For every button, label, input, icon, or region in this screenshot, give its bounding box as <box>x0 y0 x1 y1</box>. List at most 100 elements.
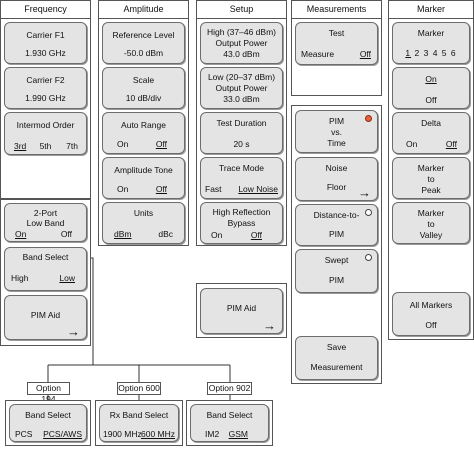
swept-pim-button[interactable]: Swept PIM <box>295 249 378 293</box>
option-902-label: Band Select <box>206 410 253 420</box>
frequency-menu: Frequency Carrier F1 1.930 GHz Carrier F… <box>0 0 91 199</box>
arrow-right-icon: → <box>67 324 80 339</box>
band-select-low: Low <box>59 273 75 283</box>
auto-range-button[interactable]: Auto Range On Off <box>102 112 185 154</box>
high-output-power-button[interactable]: High (37–46 dBm) Output Power 43.0 dBm <box>200 22 283 64</box>
measurements-menu: Measurements Test Measure Off <box>291 0 382 96</box>
amplitude-menu: Amplitude Reference Level -50.0 dBm Scal… <box>98 0 189 246</box>
frequency-menu-lower: 2-Port Low Band On Off Band Select High … <box>0 199 91 346</box>
marker-to-peak-line2: to <box>427 174 435 184</box>
pim-vs-time-line3: Time <box>327 138 346 148</box>
distance-to-pim-button[interactable]: Distance-to- PIM <box>295 204 378 246</box>
pim-vs-time-button[interactable]: PIM vs. Time <box>295 110 378 153</box>
noise-floor-line1: Noise <box>325 163 348 173</box>
pim-aid-button[interactable]: PIM Aid → <box>4 295 87 340</box>
amplitude-tone-button[interactable]: Amplitude Tone On Off <box>102 157 185 199</box>
save-measurement-line1: Save <box>326 342 347 352</box>
option-194-label: Band Select <box>25 410 71 420</box>
units-dbc: dBc <box>158 229 173 239</box>
marker-to-peak-button[interactable]: Marker to Peak <box>392 157 470 199</box>
option-902-tag: Option 902 <box>207 382 252 395</box>
trace-mode-low-noise: Low Noise <box>238 184 278 194</box>
all-markers-line2: Off <box>425 320 437 330</box>
carrier-f1-button[interactable]: Carrier F1 1.930 GHz <box>4 22 87 64</box>
option-902-band-select-button[interactable]: Band Select IM2 GSM <box>190 404 269 442</box>
marker-select-button[interactable]: Marker 1 2 3 4 5 6 <box>392 22 470 64</box>
trace-mode-button[interactable]: Trace Mode Fast Low Noise <box>200 157 283 199</box>
high-power-value: 43.0 dBm <box>223 49 260 59</box>
option-902-gsm: GSM <box>228 429 248 439</box>
intermod-option-7th: 7th <box>66 141 78 151</box>
carrier-f1-label: Carrier F1 <box>26 30 65 40</box>
option-194-pcs: PCS <box>15 429 33 439</box>
option-600-label: Rx Band Select <box>109 410 169 420</box>
option-194-menu: Band Select PCS PCS/AWS <box>5 400 91 446</box>
option-600-1900mhz: 1900 MHz <box>103 429 142 439</box>
swept-pim-line2: PIM <box>328 275 345 285</box>
setup-pim-aid-button[interactable]: PIM Aid → <box>200 288 283 334</box>
marker-to-valley-button[interactable]: Marker to Valley <box>392 202 470 244</box>
option-194-band-select-button[interactable]: Band Select PCS PCS/AWS <box>9 404 87 442</box>
marker-select-label: Marker <box>417 28 445 38</box>
reference-level-value: -50.0 dBm <box>123 48 164 58</box>
test-duration-label: Test Duration <box>216 118 267 128</box>
low-power-value: 33.0 dBm <box>223 94 260 104</box>
intermod-option-5th: 5th <box>39 141 52 151</box>
marker-number-6: 6 <box>450 48 457 58</box>
scale-button[interactable]: Scale 10 dB/div <box>102 67 185 109</box>
frequency-menu-title: Frequency <box>1 1 90 19</box>
marker-menu: Marker Marker 1 2 3 4 5 6 On Off Delta O… <box>388 0 474 340</box>
option-600-rx-band-select-button[interactable]: Rx Band Select 1900 MHz 600 MHz <box>99 404 179 442</box>
marker-off: Off <box>425 95 437 105</box>
amplitude-tone-on: On <box>117 184 129 194</box>
pim-vs-time-line2: vs. <box>331 127 342 137</box>
test-measure-button[interactable]: Test Measure Off <box>295 22 378 65</box>
inactive-indicator-icon <box>365 254 372 261</box>
carrier-f2-label: Carrier F2 <box>26 75 65 85</box>
delta-button[interactable]: Delta On Off <box>392 112 470 154</box>
test-duration-value: 20 s <box>233 139 250 149</box>
setup-menu-title: Setup <box>197 1 286 19</box>
marker-on-off-button[interactable]: On Off <box>392 67 470 109</box>
delta-off: Off <box>445 139 457 149</box>
all-markers-line1: All Markers <box>409 300 453 310</box>
marker-number-5: 5 <box>441 48 448 58</box>
noise-floor-button[interactable]: Noise Floor → <box>295 157 378 201</box>
test-label: Test <box>328 28 345 38</box>
all-markers-off-button[interactable]: All Markers Off <box>392 292 470 336</box>
marker-number-1: 1 <box>405 48 412 58</box>
marker-menu-title: Marker <box>389 1 473 19</box>
delta-on: On <box>406 139 418 149</box>
band-select-label: Band Select <box>22 252 69 262</box>
pim-aid-label: PIM Aid <box>30 310 61 320</box>
low-output-power-button[interactable]: Low (20–37 dBm) Output Power 33.0 dBm <box>200 67 283 109</box>
amplitude-tone-off: Off <box>155 184 167 194</box>
test-measure: Measure <box>301 49 335 59</box>
marker-numbers: 1 2 3 4 5 6 <box>393 48 469 58</box>
two-port-line2: Low Band <box>26 218 65 228</box>
save-measurement-button[interactable]: Save Measurement <box>295 336 378 380</box>
reference-level-button[interactable]: Reference Level -50.0 dBm <box>102 22 185 64</box>
two-port-low-band-button[interactable]: 2-Port Low Band On Off <box>4 203 87 242</box>
intermod-order-button[interactable]: Intermod Order 3rd 5th 7th <box>4 112 87 155</box>
trace-mode-fast: Fast <box>205 184 222 194</box>
distance-to-pim-line1: Distance-to- <box>313 210 360 220</box>
option-194-tag: Option 194 <box>27 382 70 404</box>
high-reflection-bypass-button[interactable]: High Reflection Bypass On Off <box>200 202 283 244</box>
test-duration-button[interactable]: Test Duration 20 s <box>200 112 283 154</box>
active-indicator-icon <box>365 115 372 122</box>
marker-to-peak-line3: Peak <box>421 185 441 195</box>
swept-pim-line1: Swept <box>324 255 349 265</box>
inactive-indicator-icon <box>365 209 372 216</box>
marker-on: On <box>425 74 437 84</box>
high-reflection-on: On <box>211 230 223 240</box>
band-select-button[interactable]: Band Select High Low <box>4 247 87 291</box>
carrier-f2-button[interactable]: Carrier F2 1.990 GHz <box>4 67 87 109</box>
setup-menu-lower: PIM Aid → <box>196 283 287 338</box>
two-port-off: Off <box>60 229 72 239</box>
option-600-menu: Rx Band Select 1900 MHz 600 MHz <box>95 400 183 446</box>
intermod-option-3rd: 3rd <box>14 141 27 151</box>
scale-label: Scale <box>132 75 155 85</box>
units-button[interactable]: Units dBm dBc <box>102 202 185 244</box>
option-902-im2: IM2 <box>205 429 220 439</box>
